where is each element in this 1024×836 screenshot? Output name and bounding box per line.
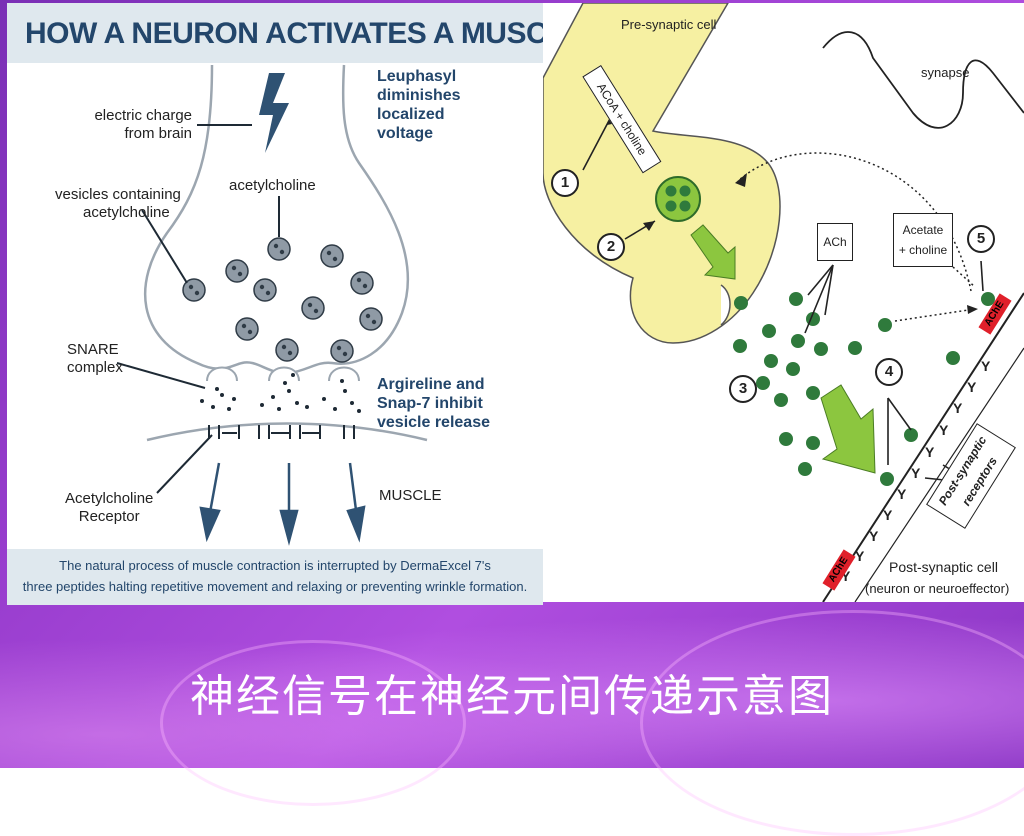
label-argireline-line3: vesicle release — [377, 414, 490, 431]
svg-text:Y: Y — [953, 400, 963, 416]
figure-caption-line1: The natural process of muscle contractio… — [59, 558, 491, 573]
figure-caption-bar — [7, 549, 543, 605]
ach-molecules — [733, 292, 995, 486]
leader-lines — [116, 124, 280, 494]
synapse-outline — [822, 31, 1024, 129]
svg-text:Y: Y — [911, 465, 921, 481]
diffusion-arrow — [820, 384, 876, 474]
label-snare-complex: SNARE complex — [67, 341, 123, 377]
label-electric-charge-line1: electric charge — [94, 107, 192, 124]
vesicle — [655, 176, 701, 222]
label-muscle: MUSCLE — [379, 487, 442, 504]
label-argireline: Argireline and Snap-7 inhibit vesicle re… — [377, 375, 490, 432]
step-3: 3 — [729, 375, 757, 403]
slide-title: 神经信号在神经元间传递示意图 — [190, 671, 834, 722]
label-acetate-choline: Acetate + choline — [893, 213, 953, 267]
signal-arrows — [199, 462, 366, 546]
svg-text:Y: Y — [883, 507, 893, 523]
label-leuphasyl-line3: localized — [377, 106, 445, 123]
label-presynaptic-cell: Pre-synaptic cell — [621, 17, 717, 32]
svg-text:Y: Y — [967, 379, 977, 395]
neuron-muscle-figure: HOW A NEURON ACTIVATES A MUSCLE — [7, 3, 543, 605]
label-receptor-line2: Receptor — [78, 508, 140, 525]
figure-title: HOW A NEURON ACTIVATES A MUSCLE — [25, 17, 543, 50]
released-acetylcholine — [200, 373, 361, 413]
step-1: 1 — [551, 169, 579, 197]
label-vesicles: vesicles containing acetylcholine — [55, 186, 181, 222]
label-vesicles-line2: acetylcholine — [83, 204, 170, 221]
release-arrow — [690, 224, 736, 280]
step-4: 4 — [875, 358, 903, 386]
label-ach-text: ACh — [823, 235, 847, 249]
label-acetylcholine-receptor: Acetylcholine Receptor — [65, 490, 153, 526]
lightning-bolt-icon — [259, 73, 289, 153]
postsynaptic-receptors: YYY YYY YYY YY — [841, 358, 991, 584]
label-acetate-line1: Acetate — [902, 223, 944, 237]
vesicles — [182, 237, 383, 363]
vesicle-contents — [188, 243, 377, 357]
figure-title-bar — [7, 3, 543, 63]
svg-text:Y: Y — [897, 486, 907, 502]
dotted-arrows — [737, 152, 976, 322]
fusion-pores — [206, 366, 360, 382]
label-vesicles-line1: vesicles containing — [55, 186, 181, 203]
figure-caption-line2: three peptides halting repetitive moveme… — [22, 579, 528, 594]
neuron-terminal-drawing — [116, 64, 428, 546]
svg-text:Y: Y — [939, 422, 949, 438]
label-acetate-line2: + choline — [898, 243, 948, 257]
step-5: 5 — [967, 225, 995, 253]
vesicle-ach — [665, 185, 691, 212]
label-ach: ACh — [817, 223, 853, 261]
label-postsynaptic-sub: (neuron or neuroeffector) — [865, 581, 1010, 596]
svg-text:Y: Y — [855, 548, 865, 564]
label-leuphasyl-line2: diminishes — [377, 87, 461, 104]
label-snare-line2: complex — [67, 359, 123, 376]
label-electric-charge-line2: from brain — [124, 125, 192, 142]
label-argireline-line1: Argireline and — [377, 376, 485, 393]
label-electric-charge: electric charge from brain — [67, 107, 192, 143]
svg-text:Y: Y — [869, 528, 879, 544]
label-synapse: synapse — [921, 65, 970, 80]
presynaptic-cell — [543, 3, 781, 344]
label-postsynaptic-cell: Post-synaptic cell — [889, 559, 998, 575]
label-acetylcholine: acetylcholine — [229, 177, 316, 194]
release-site — [720, 284, 731, 326]
svg-text:Y: Y — [981, 358, 991, 374]
label-receptor-line1: Acetylcholine — [65, 490, 154, 507]
svg-text:Y: Y — [841, 568, 851, 584]
acetylcholine-receptors — [208, 425, 355, 439]
label-snare-line1: SNARE — [67, 341, 119, 358]
label-leuphasyl-line4: voltage — [377, 125, 434, 142]
label-argireline-line2: Snap-7 inhibit — [377, 395, 483, 412]
step-2: 2 — [597, 233, 625, 261]
postsynaptic-membrane-inner — [854, 347, 1024, 602]
muscle-membrane — [146, 422, 428, 442]
label-leuphasyl-line1: Leuphasyl — [377, 68, 457, 85]
postsynaptic-membrane — [822, 292, 1024, 602]
label-leuphasyl: Leuphasyl diminishes localized voltage — [377, 67, 461, 143]
svg-text:Y: Y — [925, 444, 935, 460]
